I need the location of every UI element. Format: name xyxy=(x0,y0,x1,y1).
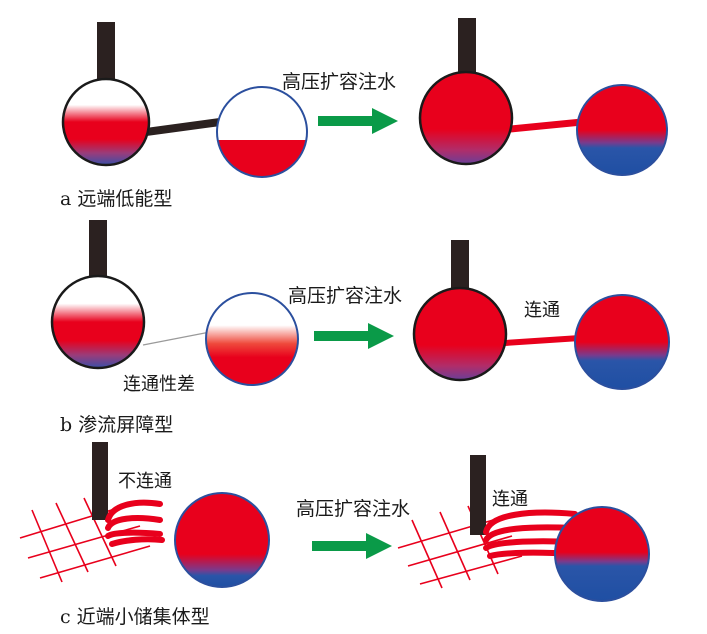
before-note-b: 连通性差 xyxy=(123,374,195,395)
process-arrow-b xyxy=(314,323,394,349)
weak-connection xyxy=(142,331,211,346)
wellbore xyxy=(92,442,108,520)
well-cave xyxy=(412,286,508,382)
remote-cave xyxy=(576,84,668,176)
caption-a: a 远端低能型 xyxy=(60,188,173,210)
fracture-link xyxy=(145,118,221,136)
wellbore xyxy=(89,220,107,284)
wellbore xyxy=(97,22,115,86)
well-cave xyxy=(50,274,146,370)
process-label-a: 高压扩容注水 xyxy=(282,71,397,93)
wellbore xyxy=(470,455,486,535)
remote-cave xyxy=(554,506,650,602)
panel-b xyxy=(50,220,670,390)
before-note-c: 不连通 xyxy=(118,471,172,492)
process-label-c: 高压扩容注水 xyxy=(296,498,411,520)
caption-c: c 近端小储集体型 xyxy=(60,606,210,628)
process-label-b: 高压扩容注水 xyxy=(288,285,403,307)
wellbore xyxy=(451,240,469,302)
panel-a-before xyxy=(61,22,308,178)
caption-b: b 渗流屏障型 xyxy=(60,414,174,436)
well-cave xyxy=(61,77,151,167)
panel-b-before xyxy=(50,220,299,386)
well-cave xyxy=(418,70,514,166)
panel-a-after xyxy=(418,18,668,176)
panel-b-after xyxy=(412,240,670,390)
panel-a xyxy=(61,18,668,178)
remote-cave xyxy=(174,492,270,588)
after-note-b: 连通 xyxy=(524,300,560,321)
panel-c-before xyxy=(19,442,270,588)
broken-channel xyxy=(105,499,165,547)
after-note-c: 连通 xyxy=(492,489,528,510)
remote-cave xyxy=(205,292,299,386)
remote-cave xyxy=(216,86,308,178)
panel-c xyxy=(19,442,650,602)
fracture-link xyxy=(499,118,583,134)
wellbore xyxy=(458,18,476,82)
remote-cave xyxy=(574,294,670,390)
panel-c-after xyxy=(397,455,650,602)
process-arrow-c xyxy=(312,533,392,559)
fracture-link xyxy=(504,335,581,346)
process-arrow-a xyxy=(318,108,398,134)
